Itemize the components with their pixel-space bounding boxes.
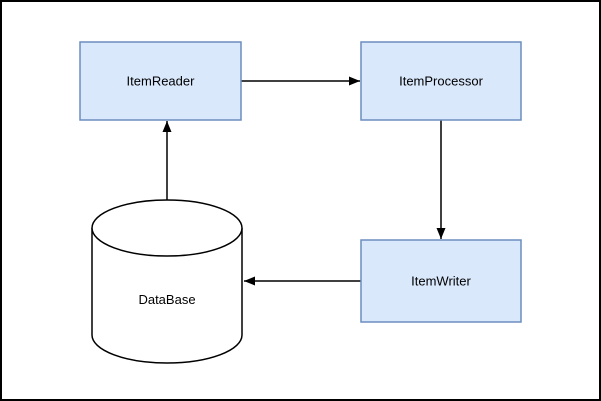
database-label: DataBase [138, 292, 195, 307]
database-cylinder-body [91, 199, 243, 364]
item-processor-label: ItemProcessor [399, 74, 483, 89]
node-item-writer: ItemWriter [360, 239, 522, 323]
item-processor-box [360, 41, 522, 121]
item-reader-box [79, 41, 242, 121]
item-reader-label: ItemReader [127, 74, 196, 89]
node-item-processor: ItemProcessor [360, 41, 522, 121]
item-writer-label: ItemWriter [411, 274, 471, 289]
node-item-reader: ItemReader [79, 41, 242, 121]
node-database: DataBase [91, 199, 243, 364]
database-cylinder-top-rim [91, 227, 243, 257]
item-writer-box [360, 239, 522, 323]
